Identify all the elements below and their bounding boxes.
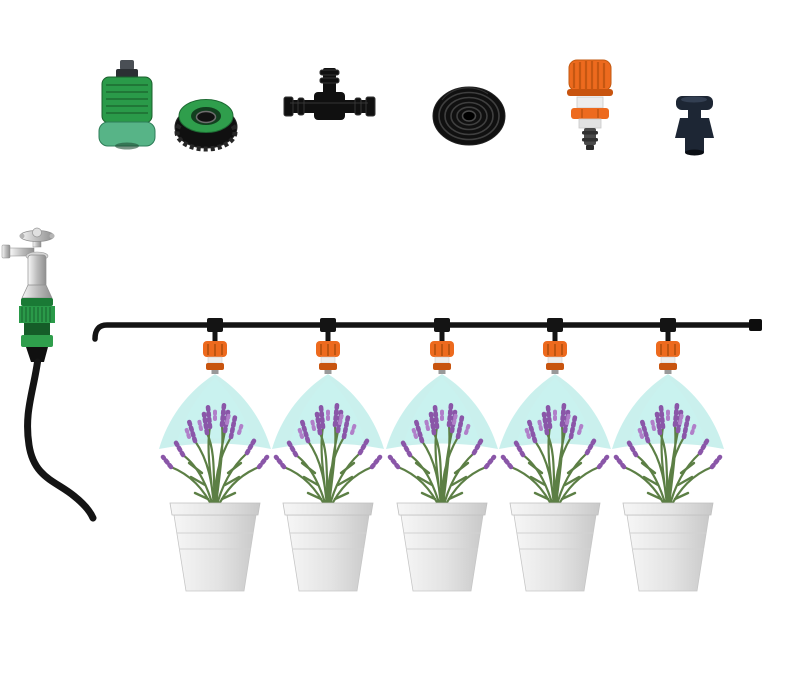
faucet-body bbox=[27, 254, 47, 288]
adapter-lower-band bbox=[21, 335, 53, 347]
mist-station-4 bbox=[499, 318, 611, 591]
nozzle-white-band bbox=[576, 96, 604, 109]
misting-nozzle-part bbox=[567, 59, 613, 150]
tee-connector-part bbox=[283, 68, 376, 120]
connector-neck bbox=[116, 69, 138, 78]
nozzle-lower-body bbox=[578, 118, 602, 129]
tap-adapter bbox=[19, 298, 55, 362]
faucet bbox=[1, 227, 55, 299]
mist-station-5 bbox=[612, 318, 724, 591]
nozzle-cap-flare bbox=[567, 89, 613, 96]
nozzle-nut bbox=[571, 108, 609, 119]
end-plug-part bbox=[675, 96, 714, 156]
connector-opening bbox=[115, 142, 139, 150]
faucet-handle-spoke bbox=[49, 233, 55, 239]
plug-bottom bbox=[685, 149, 704, 156]
mist-station-3 bbox=[386, 318, 498, 591]
faucet-adapter-part bbox=[174, 99, 238, 152]
coil-highlight bbox=[441, 87, 489, 101]
adapter-flange bbox=[21, 298, 53, 306]
faucet-handle-cap bbox=[32, 227, 42, 238]
plug-sheen bbox=[681, 96, 707, 103]
supply-hose bbox=[24, 358, 97, 522]
mist-station-2 bbox=[272, 318, 384, 591]
connector-stem bbox=[120, 60, 134, 70]
nozzle-cap-ridges bbox=[572, 61, 606, 90]
nozzle-barb bbox=[584, 128, 596, 145]
nozzle-tip bbox=[586, 145, 594, 150]
faucet-inlet-cap bbox=[1, 244, 11, 259]
adapter-ribs bbox=[174, 112, 238, 152]
mist-station-1 bbox=[159, 318, 271, 591]
nozzle-barb-ring bbox=[582, 138, 598, 142]
tube-end-cap bbox=[749, 319, 762, 331]
connector-collar bbox=[98, 121, 156, 147]
adapter-waist bbox=[24, 323, 50, 335]
nozzle-nut-edges bbox=[581, 109, 599, 118]
coil-center-hole bbox=[461, 110, 477, 122]
connector-ridges bbox=[106, 84, 148, 114]
faucet-handle-spoke bbox=[19, 233, 25, 239]
adapter-hose-cone bbox=[26, 347, 48, 362]
irrigation-assembly bbox=[1, 227, 762, 615]
hose-quick-connector-part bbox=[98, 60, 156, 150]
adapter-thread-hole bbox=[195, 110, 217, 124]
nozzle-barb-ring bbox=[582, 131, 598, 135]
plug-body bbox=[675, 96, 714, 152]
main-tube bbox=[92, 322, 755, 342]
faucet-outlet-bell bbox=[21, 284, 53, 299]
adapter-band-ribs bbox=[21, 307, 51, 322]
tubing-coil-part bbox=[432, 86, 506, 146]
coil-spiral bbox=[438, 91, 500, 141]
tee-body bbox=[283, 68, 376, 120]
